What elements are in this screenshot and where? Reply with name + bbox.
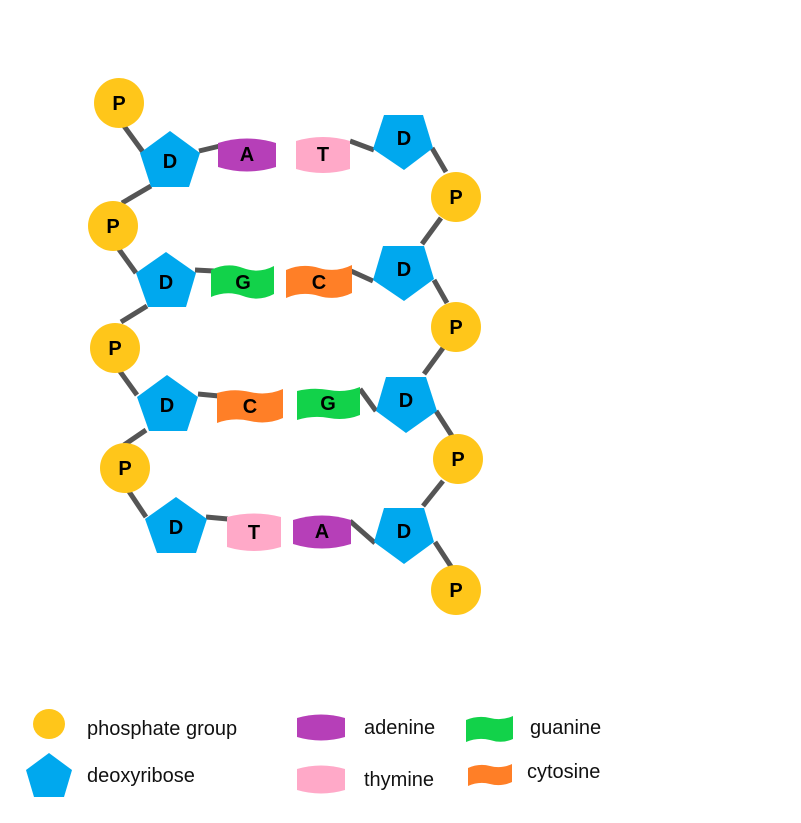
svg-text:P: P (112, 93, 125, 115)
cytosine-base: C (217, 389, 283, 423)
svg-text:P: P (449, 580, 462, 602)
phosphate-node: P (431, 565, 481, 615)
svg-text:T: T (248, 522, 260, 544)
legend-item-thymine: thymine (297, 765, 434, 794)
phosphate-node: P (90, 323, 140, 373)
phosphate-swatch-icon (33, 709, 65, 739)
bases: A T G C C G T A (211, 137, 360, 551)
thymine-base: T (296, 137, 350, 173)
thymine-swatch-icon (297, 765, 345, 794)
deoxyribose-node: D (140, 131, 200, 187)
adenine-base: A (293, 515, 351, 549)
phosphate-node: P (88, 201, 138, 251)
svg-text:G: G (320, 393, 336, 415)
svg-text:adenine: adenine (364, 717, 435, 739)
deoxyribose-node: D (374, 508, 434, 564)
svg-text:cytosine: cytosine (527, 761, 600, 783)
svg-text:D: D (169, 517, 183, 539)
deoxyribose-swatch-icon (26, 753, 72, 797)
legend-item-phosphate: phosphate group (33, 709, 237, 740)
phosphate-node: P (433, 434, 483, 484)
svg-text:P: P (118, 458, 131, 480)
svg-text:guanine: guanine (530, 717, 601, 739)
svg-text:D: D (397, 521, 411, 543)
svg-text:P: P (108, 338, 121, 360)
svg-text:G: G (235, 272, 251, 294)
right-strand: D P D P D P D P (373, 115, 483, 615)
phosphate-node: P (100, 443, 150, 493)
svg-text:P: P (449, 187, 462, 209)
deoxyribose-node: D (137, 375, 198, 431)
legend-item-deoxyribose: deoxyribose (26, 753, 195, 797)
adenine-base: A (218, 138, 276, 172)
legend-item-cytosine: cytosine (468, 761, 600, 786)
svg-text:C: C (243, 396, 257, 418)
deoxyribose-node: D (373, 246, 434, 301)
svg-text:A: A (315, 521, 329, 543)
svg-text:P: P (449, 317, 462, 339)
cytosine-swatch-icon (468, 764, 512, 786)
phosphate-node: P (431, 302, 481, 352)
svg-text:D: D (159, 272, 173, 294)
guanine-base: G (211, 265, 274, 299)
backbone-bonds (115, 124, 455, 570)
svg-text:D: D (397, 128, 411, 150)
svg-text:A: A (240, 144, 254, 166)
phosphate-node: P (431, 172, 481, 222)
deoxyribose-node: D (145, 497, 207, 553)
legend: phosphate group deoxyribose adenine thym… (26, 709, 601, 797)
svg-text:deoxyribose: deoxyribose (87, 765, 195, 787)
phosphate-node: P (94, 78, 144, 128)
guanine-base: G (297, 387, 360, 420)
svg-text:phosphate group: phosphate group (87, 718, 237, 740)
left-strand: P D P D P D P D (88, 78, 207, 553)
legend-item-guanine: guanine (466, 716, 601, 742)
svg-text:D: D (160, 395, 174, 417)
svg-text:D: D (399, 390, 413, 412)
deoxyribose-node: D (373, 115, 433, 170)
svg-text:thymine: thymine (364, 769, 434, 791)
svg-text:T: T (317, 144, 329, 166)
legend-item-adenine: adenine (297, 714, 435, 741)
svg-text:P: P (451, 449, 464, 471)
cytosine-base: C (286, 265, 352, 298)
svg-text:D: D (397, 259, 411, 281)
svg-text:C: C (312, 272, 326, 294)
thymine-base: T (227, 513, 281, 551)
guanine-swatch-icon (466, 716, 513, 742)
svg-text:P: P (106, 216, 119, 238)
deoxyribose-node: D (136, 252, 196, 307)
deoxyribose-node: D (376, 377, 437, 433)
adenine-swatch-icon (297, 714, 345, 741)
svg-text:D: D (163, 151, 177, 173)
